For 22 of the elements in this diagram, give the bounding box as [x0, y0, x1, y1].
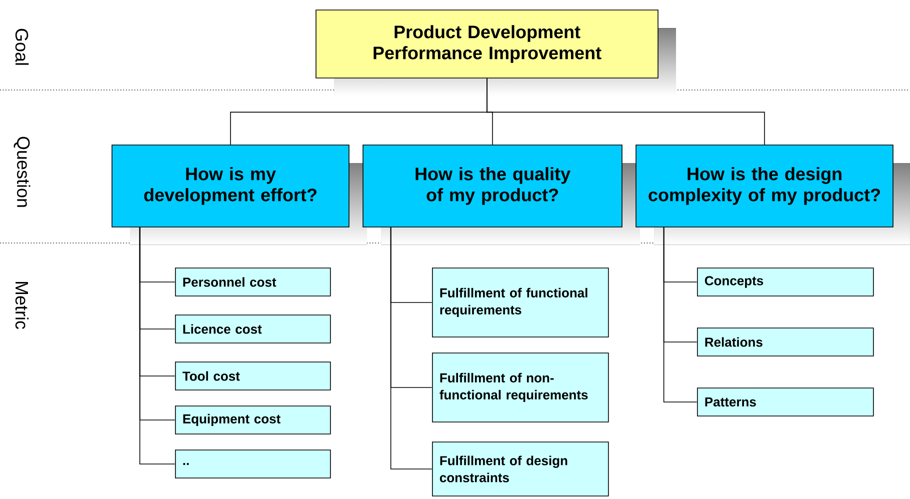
level-label: Question	[14, 136, 30, 207]
connector-line	[390, 226, 432, 470]
metric-box: ..	[175, 450, 331, 478]
metric-box: Patterns	[697, 388, 874, 416]
question-box: How is my development effort?	[112, 144, 350, 228]
connector-line	[486, 78, 765, 146]
metric-box: Equipment cost	[175, 406, 331, 434]
metric-box: Fulfillment of design constraints	[432, 442, 609, 496]
level-label: Goal	[15, 28, 29, 65]
metric-box: Personnel cost	[175, 268, 331, 296]
metric-box: Relations	[697, 328, 874, 356]
connector-line	[139, 226, 176, 464]
goal-box: Product Development Performance Improvement	[316, 10, 658, 78]
metric-box: Fulfillment of functional requirements	[432, 268, 609, 338]
metric-box: Concepts	[697, 268, 874, 296]
metric-box: Licence cost	[175, 314, 331, 344]
metric-box: Tool cost	[175, 362, 331, 390]
question-box: How is the design complexity of my product?	[636, 144, 894, 228]
question-box: How is the quality of my product?	[362, 144, 622, 228]
metric-box: Fulfillment of non-functional requirements	[432, 352, 609, 422]
level-label: Metric	[15, 282, 29, 330]
connector-line	[663, 226, 698, 402]
